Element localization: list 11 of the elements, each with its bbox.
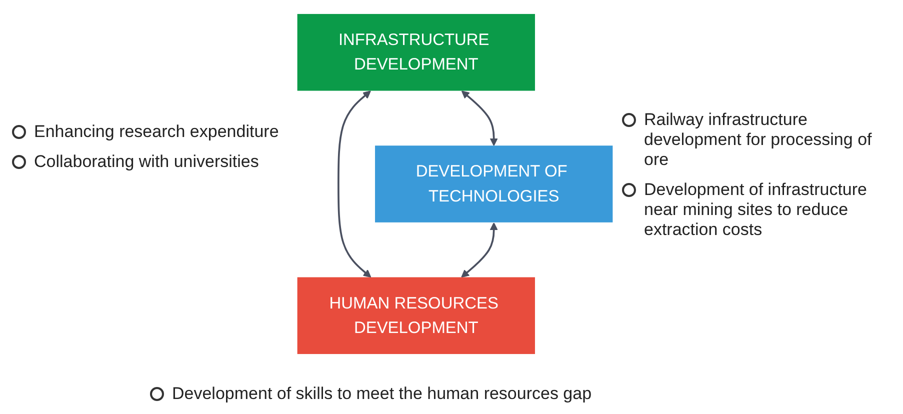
node-box: INFRASTRUCTURE DEVELOPMENT: [297, 14, 535, 91]
note-text: Railway infrastructure development for processing of ore: [644, 110, 873, 170]
node-box: HUMAN RESOURCES DEVELOPMENT: [297, 277, 535, 354]
node-box: DEVELOPMENT OF TECHNOLOGIES: [375, 146, 613, 222]
note-text: Development of skills to meet the human resources gap: [172, 384, 592, 404]
note-text: Development of infrastructure near mining sites to reduce extraction costs: [644, 180, 868, 240]
note-text: Enhancing research expenditure: [34, 122, 279, 142]
arrow: [461, 222, 498, 278]
arrow: [338, 90, 372, 278]
note-text: Collaborating with universities: [34, 152, 259, 172]
arrow: [461, 90, 498, 146]
